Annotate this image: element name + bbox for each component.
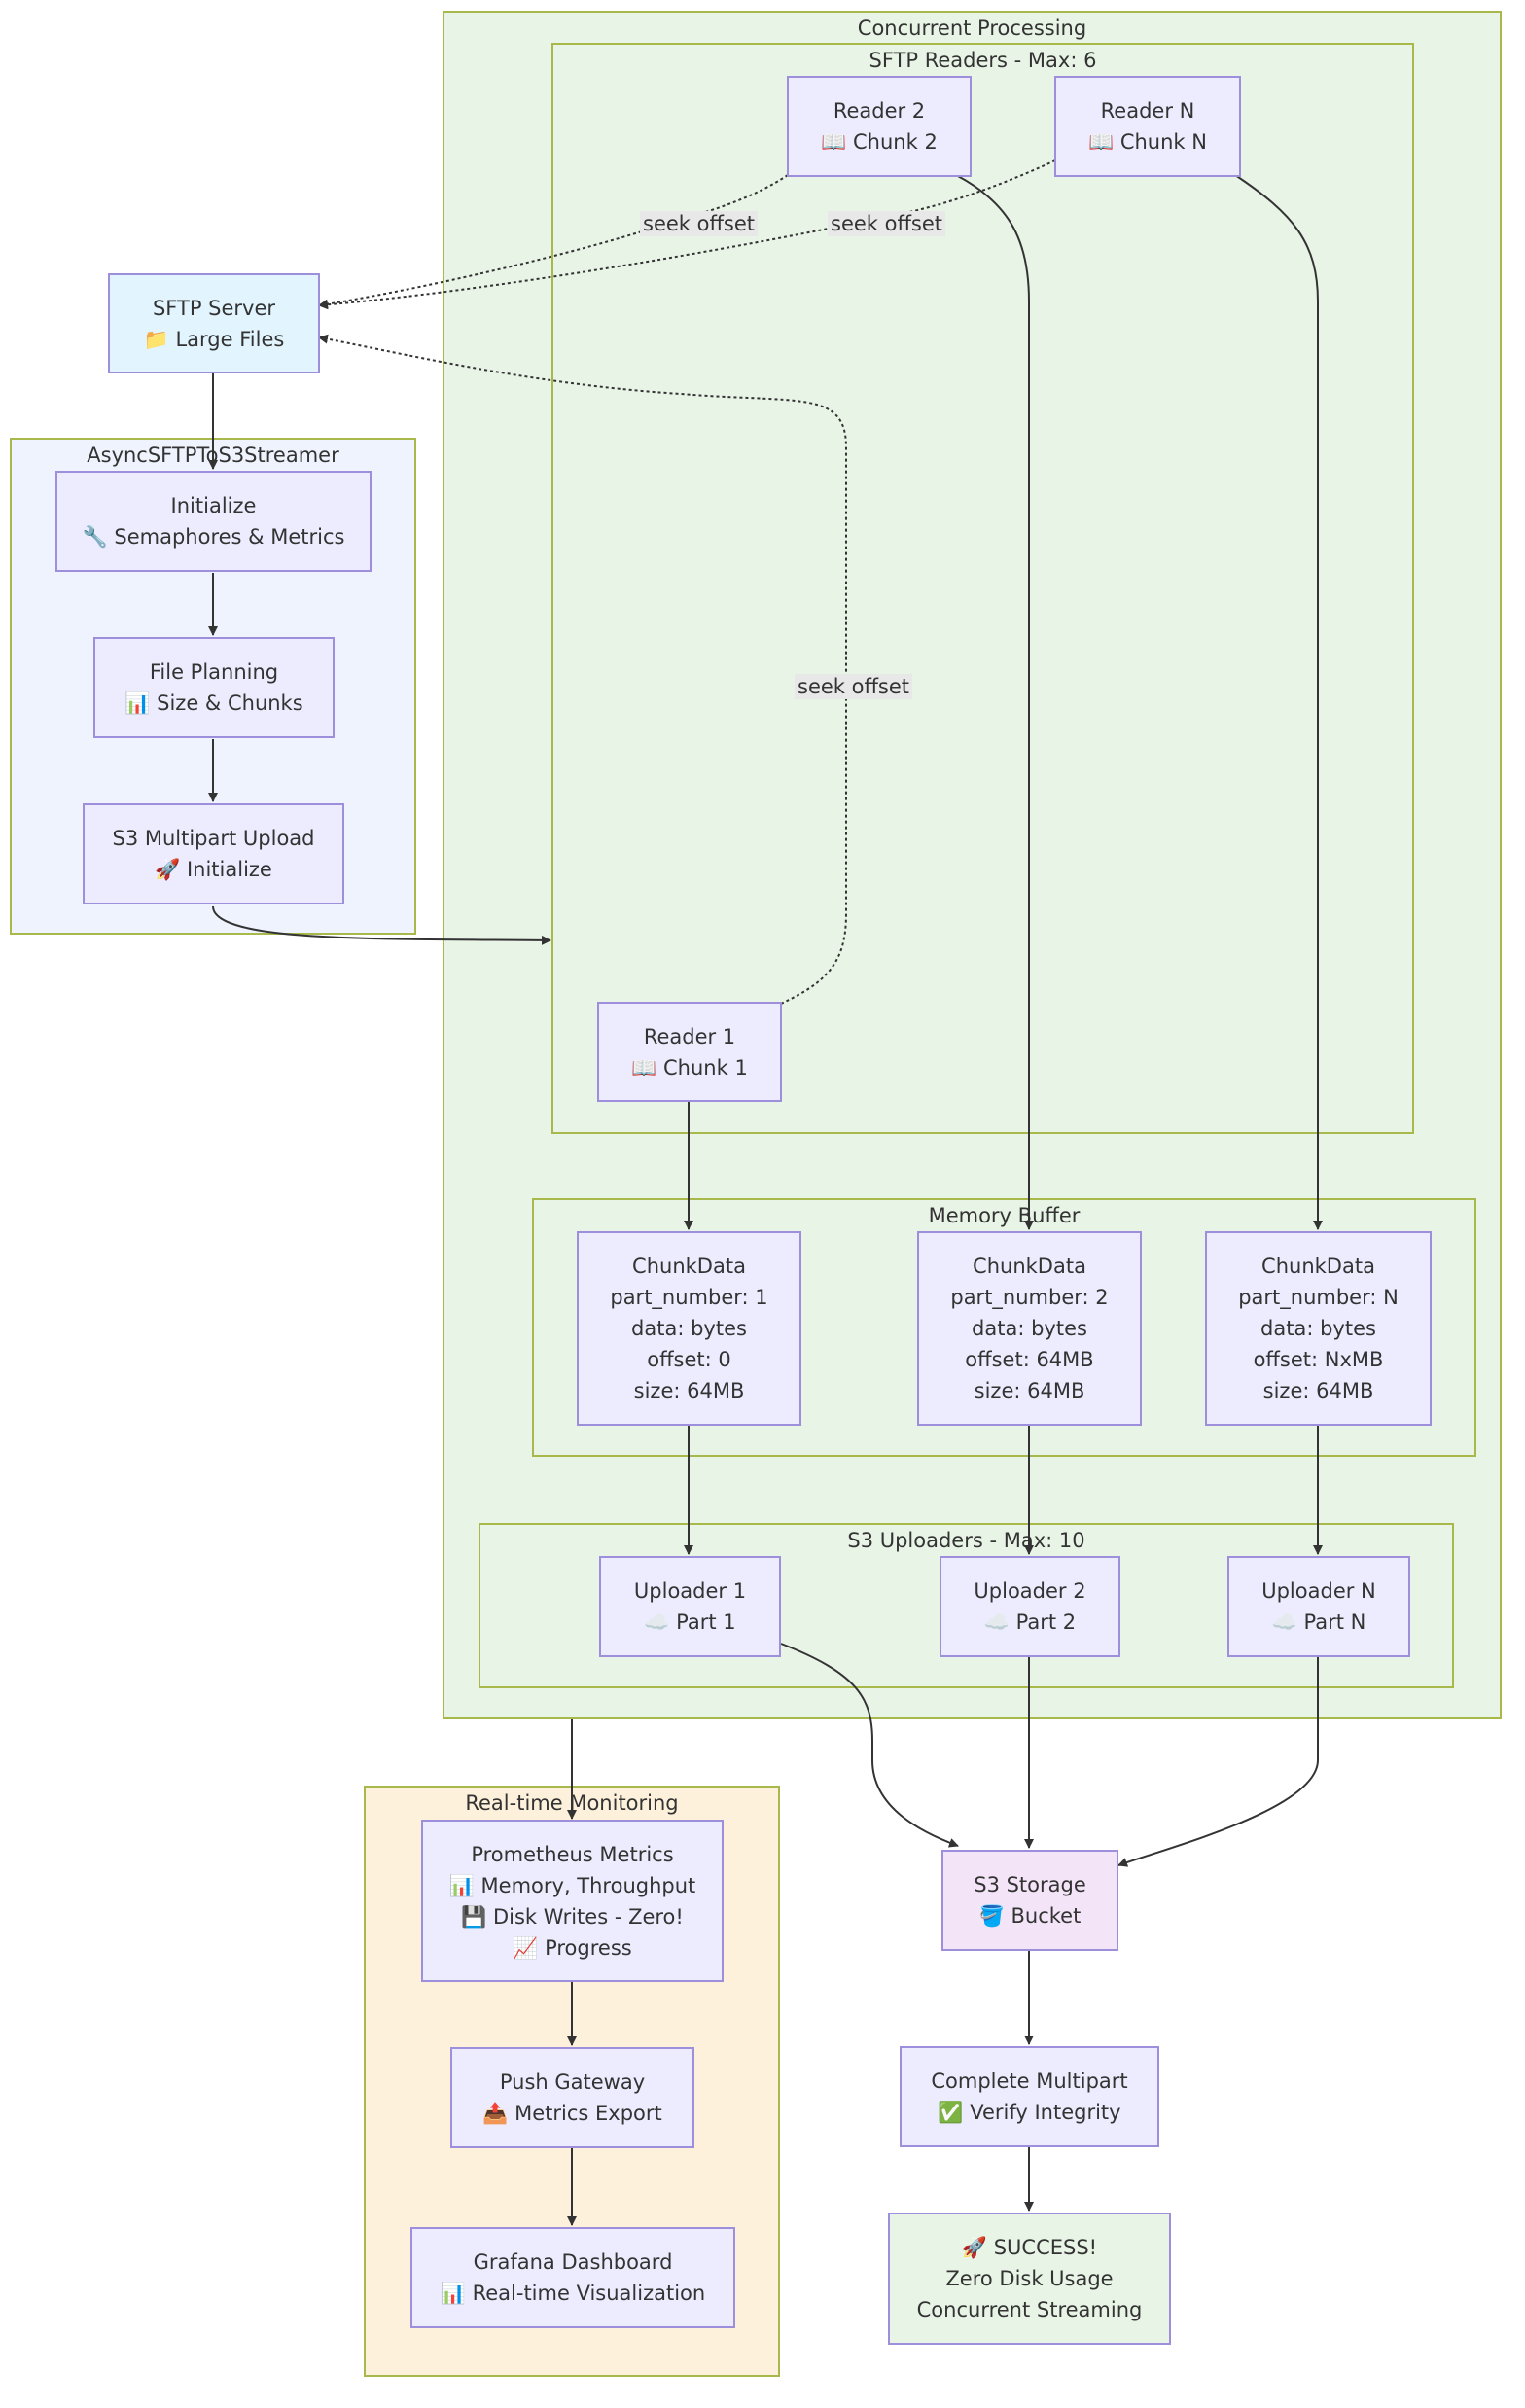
node-chunkdata-2[interactable]: ChunkData part_number: 2 data: bytes off… xyxy=(917,1231,1142,1426)
node-s3-multipart-line2: 🚀 Initialize xyxy=(155,858,272,881)
group-title-concurrent: Concurrent Processing xyxy=(857,17,1087,40)
node-complete-line2: ✅ Verify Integrity xyxy=(938,2101,1121,2124)
group-s3-uploaders: S3 Uploaders - Max: 10 xyxy=(479,1523,1454,1688)
node-s3-storage-line1: S3 Storage xyxy=(974,1873,1086,1896)
edge-label-readerN-seek: seek offset xyxy=(828,211,946,236)
node-uploader-1[interactable]: Uploader 1 ☁️ Part 1 xyxy=(599,1556,781,1657)
node-uploader-n-line1: Uploader N xyxy=(1261,1579,1376,1603)
node-success[interactable]: 🚀 SUCCESS! Zero Disk Usage Concurrent St… xyxy=(888,2213,1171,2345)
node-reader-2[interactable]: Reader 2 📖 Chunk 2 xyxy=(787,76,972,177)
node-grafana-line2: 📊 Real-time Visualization xyxy=(440,2282,706,2305)
node-s3-multipart-line1: S3 Multipart Upload xyxy=(112,827,315,850)
edge-uploaderN-s3 xyxy=(1117,1655,1319,1867)
node-sftp-server[interactable]: SFTP Server 📁 Large Files xyxy=(108,273,320,373)
group-title-uploaders: S3 Uploaders - Max: 10 xyxy=(847,1529,1085,1552)
node-chunkN-line3: data: bytes xyxy=(1260,1317,1376,1340)
node-chunk1-line4: offset: 0 xyxy=(647,1348,731,1371)
node-chunk2-line4: offset: 64MB xyxy=(965,1348,1094,1371)
node-file-planning[interactable]: File Planning 📊 Size & Chunks xyxy=(93,637,335,738)
node-chunk2-line5: size: 64MB xyxy=(974,1379,1085,1402)
edge-reader2-chunk2 xyxy=(955,174,1034,1230)
edge-label-reader2-seek: seek offset xyxy=(640,211,759,236)
node-uploader-2-line2: ☁️ Part 2 xyxy=(983,1611,1077,1634)
node-success-line2: Zero Disk Usage xyxy=(945,2267,1114,2290)
node-reader-1-line1: Reader 1 xyxy=(643,1024,736,1048)
node-uploader-1-line2: ☁️ Part 1 xyxy=(644,1611,736,1634)
node-initialize[interactable]: Initialize 🔧 Semaphores & Metrics xyxy=(55,471,372,572)
node-grafana-line1: Grafana Dashboard xyxy=(473,2250,673,2274)
node-prometheus-line4: 📈 Progress xyxy=(513,1935,632,1960)
node-reader-1[interactable]: Reader 1 📖 Chunk 1 xyxy=(597,1002,782,1102)
node-chunk2-line2: part_number: 2 xyxy=(950,1286,1109,1309)
node-chunkdata-n[interactable]: ChunkData part_number: N data: bytes off… xyxy=(1205,1231,1432,1426)
node-push-gateway[interactable]: Push Gateway 📤 Metrics Export xyxy=(450,2047,694,2148)
node-push-gateway-line1: Push Gateway xyxy=(499,2071,646,2094)
node-s3-storage-line2: 🪣 Bucket xyxy=(978,1904,1082,1928)
node-chunkdata-1[interactable]: ChunkData part_number: 1 data: bytes off… xyxy=(577,1231,801,1426)
group-concurrent-processing: Concurrent Processing xyxy=(443,11,1502,1719)
node-uploader-n-line2: ☁️ Part N xyxy=(1271,1611,1366,1634)
group-title-readers: SFTP Readers - Max: 6 xyxy=(869,49,1097,72)
node-prometheus-line2: 📊 Memory, Throughput xyxy=(448,1873,696,1897)
node-initialize-line1: Initialize xyxy=(170,494,257,517)
node-chunk2-line3: data: bytes xyxy=(972,1317,1087,1340)
node-reader-n-line2: 📖 Chunk N xyxy=(1088,130,1207,154)
node-uploader-2[interactable]: Uploader 2 ☁️ Part 2 xyxy=(940,1556,1120,1657)
node-reader-2-line2: 📖 Chunk 2 xyxy=(821,130,938,154)
node-chunk2-line1: ChunkData xyxy=(973,1255,1086,1278)
node-chunkN-line5: size: 64MB xyxy=(1262,1379,1374,1402)
node-sftp-server-line1: SFTP Server xyxy=(152,296,276,320)
node-success-line1: 🚀 SUCCESS! xyxy=(961,2236,1098,2259)
node-chunk1-line1: ChunkData xyxy=(632,1255,746,1278)
node-chunkN-line2: part_number: N xyxy=(1238,1286,1399,1309)
node-initialize-line2: 🔧 Semaphores & Metrics xyxy=(82,525,345,549)
edge-readerN-chunkN xyxy=(1234,174,1323,1230)
group-sftp-readers: SFTP Readers - Max: 6 xyxy=(551,43,1414,1134)
node-reader-2-line1: Reader 2 xyxy=(833,99,926,123)
node-push-gateway-line2: 📤 Metrics Export xyxy=(482,2102,662,2125)
node-uploader-1-line1: Uploader 1 xyxy=(633,1579,747,1603)
node-s3-multipart-upload[interactable]: S3 Multipart Upload 🚀 Initialize xyxy=(83,803,344,904)
group-title-buffer: Memory Buffer xyxy=(928,1204,1081,1227)
node-uploader-2-line1: Uploader 2 xyxy=(974,1579,1086,1603)
node-chunk1-line3: data: bytes xyxy=(631,1317,747,1340)
node-uploader-n[interactable]: Uploader N ☁️ Part N xyxy=(1227,1556,1410,1657)
node-s3-storage[interactable]: S3 Storage 🪣 Bucket xyxy=(941,1850,1118,1951)
node-complete-line1: Complete Multipart xyxy=(931,2070,1128,2093)
node-reader-n-line1: Reader N xyxy=(1100,99,1195,123)
node-complete-multipart[interactable]: Complete Multipart ✅ Verify Integrity xyxy=(900,2046,1159,2147)
node-reader-1-line2: 📖 Chunk 1 xyxy=(631,1055,748,1080)
node-sftp-server-line2: 📁 Large Files xyxy=(143,327,285,351)
edge-readerN-sftp-seek xyxy=(318,159,1056,310)
node-prometheus-line1: Prometheus Metrics xyxy=(471,1842,674,1866)
node-file-planning-line1: File Planning xyxy=(149,660,279,684)
edge-reader2-sftp-seek xyxy=(318,174,789,309)
edge-label-reader1-seek: seek offset xyxy=(795,674,913,699)
node-chunk1-line2: part_number: 1 xyxy=(610,1286,768,1309)
node-file-planning-line2: 📊 Size & Chunks xyxy=(124,691,303,715)
node-prometheus-line3: 💾 Disk Writes - Zero! xyxy=(461,1904,684,1929)
node-reader-n[interactable]: Reader N 📖 Chunk N xyxy=(1054,76,1241,177)
node-chunk1-line5: size: 64MB xyxy=(633,1379,745,1402)
node-chunkN-line4: offset: NxMB xyxy=(1253,1348,1384,1371)
edge-reader1-sftp-seek xyxy=(318,334,847,1005)
edge-multipart-readers xyxy=(212,905,551,945)
node-prometheus-metrics[interactable]: Prometheus Metrics 📊 Memory, Throughput … xyxy=(421,1820,724,1982)
node-success-line3: Concurrent Streaming xyxy=(916,2298,1143,2321)
group-memory-buffer: Memory Buffer xyxy=(532,1198,1476,1457)
node-chunkN-line1: ChunkData xyxy=(1261,1255,1375,1278)
node-grafana-dashboard[interactable]: Grafana Dashboard 📊 Real-time Visualizat… xyxy=(410,2227,735,2328)
edge-uploader1-s3 xyxy=(780,1643,959,1848)
